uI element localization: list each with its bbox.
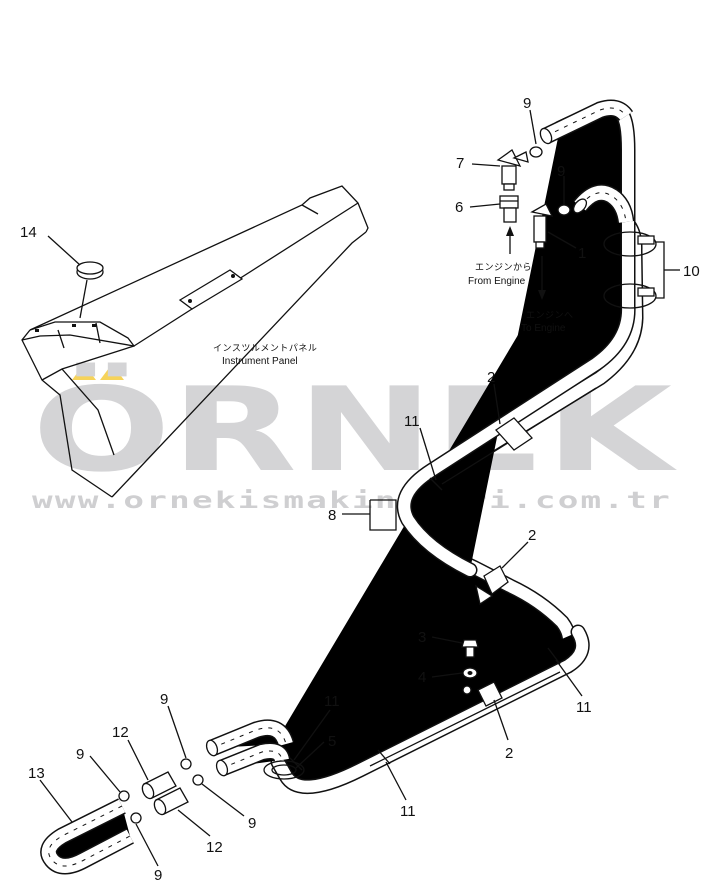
callout-9-mid: 9 — [160, 691, 168, 708]
callout-11-bottom: 11 — [400, 803, 416, 820]
callout-1: 1 — [578, 245, 586, 262]
callout-3: 3 — [418, 629, 426, 646]
callout-9-top: 9 — [523, 95, 531, 112]
from-engine-en: From Engine — [468, 276, 526, 287]
cap-14: 14 — [20, 224, 104, 319]
to-engine-jp: エンジンへ — [526, 310, 574, 320]
clamp-9f — [130, 812, 142, 824]
callout-9-right: 9 — [248, 815, 256, 832]
callout-11-right: 11 — [576, 699, 592, 716]
heater-tubes — [272, 111, 636, 787]
clamps-2 — [462, 417, 533, 707]
callout-12-bottom: 12 — [206, 839, 223, 856]
callout-11-left: 11 — [324, 693, 340, 710]
callout-13: 13 — [28, 765, 45, 782]
clamp-9b — [557, 204, 571, 216]
watermark-dot-left — [72, 364, 96, 380]
clamp-9c — [180, 758, 192, 770]
callout-14: 14 — [20, 224, 37, 241]
callouts: 9 9 7 6 1 10 2 11 8 2 3 4 11 2 11 5 11 9… — [28, 95, 700, 884]
callout-6: 6 — [455, 199, 463, 216]
callout-11-top: 11 — [404, 413, 420, 430]
callout-12-top: 12 — [112, 724, 129, 741]
callout-7: 7 — [456, 155, 464, 172]
hose-top — [538, 108, 626, 222]
callout-10: 10 — [683, 263, 700, 280]
callout-5: 5 — [328, 733, 336, 750]
from-engine-jp: エンジンから — [475, 262, 532, 272]
callout-9-upper: 9 — [557, 163, 565, 180]
panel-label-jp: インスツルメントパネル — [213, 343, 317, 353]
clamp-9d — [192, 774, 204, 786]
panel-label-en: Instrument Panel — [222, 356, 298, 367]
bolt-washer — [461, 639, 479, 679]
to-engine-en: To Engine — [521, 323, 566, 334]
valve-fittings — [496, 149, 554, 249]
clamp-9e — [118, 790, 130, 802]
leader-lines — [39, 109, 680, 867]
hose-13-loop — [49, 806, 130, 866]
callout-4: 4 — [418, 669, 426, 686]
joints-12 — [141, 771, 189, 816]
callout-9-left: 9 — [76, 746, 84, 763]
hose-bottom — [205, 728, 286, 777]
watermark-dot-right — [100, 364, 124, 380]
flow-arrows — [506, 226, 546, 300]
callout-8: 8 — [328, 507, 336, 524]
hose-clamps — [118, 146, 571, 824]
clamp-5 — [263, 760, 305, 780]
clamps-10 — [603, 231, 657, 309]
callout-2-mid: 2 — [528, 527, 536, 544]
watermark-url: www.ornekismakinalari.com.tr — [32, 488, 672, 514]
ties-11 — [289, 477, 561, 771]
callout-9-bottom: 9 — [154, 867, 162, 882]
callout-2-top: 2 — [487, 369, 495, 386]
instrument-panel: インスツルメントパネル Instrument Panel — [21, 185, 369, 498]
callout-2-bottom: 2 — [505, 745, 513, 762]
clamp-9a — [529, 146, 543, 158]
